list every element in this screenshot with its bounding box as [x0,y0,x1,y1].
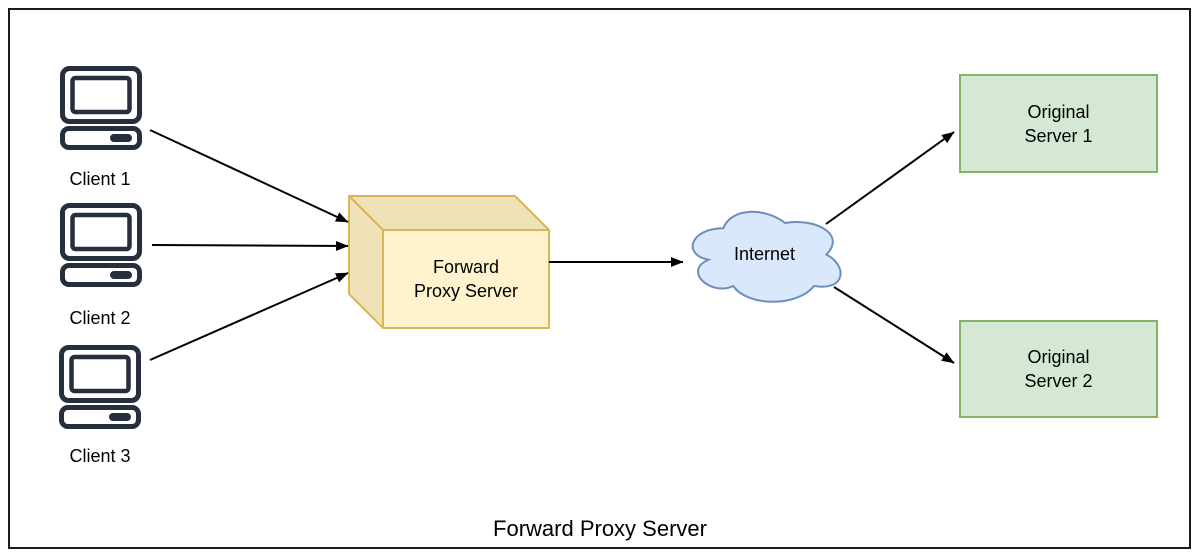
internet-label: Internet [733,243,796,264]
arrow-client-1-to-proxy [149,129,349,223]
original-server-2-label-line1: Original [1027,347,1090,367]
proxy-server-label: Forward Proxy Server [383,230,549,328]
arrow-internet-to-server-2 [833,286,955,364]
client-1-computer-icon [63,69,140,148]
original-server-2-box: Original Server 2 [959,320,1158,418]
client-2-label: Client 2 [69,308,131,328]
arrow-client-2-to-proxy [151,240,349,251]
original-server-1-label-line2: Server 1 [1024,125,1093,146]
client-3-label: Client 3 [69,446,131,466]
arrow-internet-to-server-1 [825,131,955,225]
diagram-frame [8,8,1191,549]
arrow-client-3-to-proxy [149,272,349,361]
proxy-server-cube [348,195,550,329]
diagram-caption: Forward Proxy Server [493,516,707,541]
client-3-computer-icon [62,348,139,427]
client-1-label: Client 1 [69,169,131,189]
proxy-server-label-line2: Proxy Server [413,281,519,301]
original-server-2-label-line2: Server 2 [1024,371,1093,391]
client-2-computer-icon [63,206,140,285]
internet-cloud [691,210,842,303]
original-server-1-label-line1: Original [1027,101,1090,122]
proxy-server-label-line1: Forward [432,257,499,277]
original-server-1-box: Original Server 1 [959,74,1158,173]
